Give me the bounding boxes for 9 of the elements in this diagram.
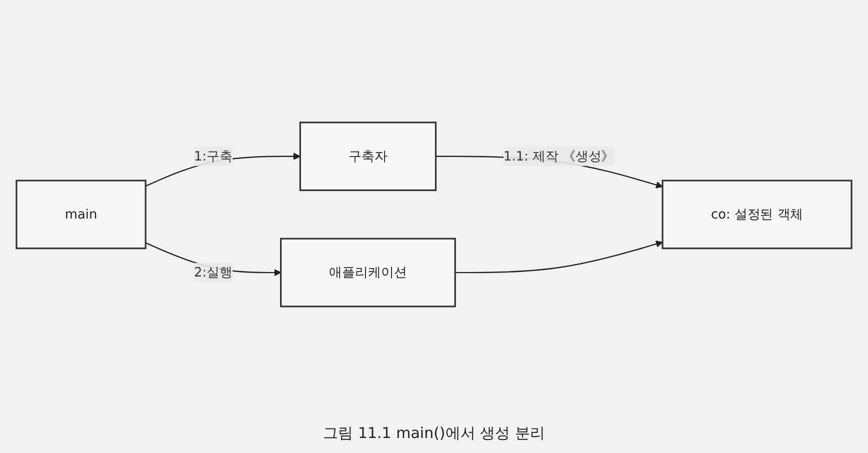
edge-label: 1.1: 제작 《생성》 xyxy=(504,148,614,164)
edge-label: 1:구축 xyxy=(194,148,232,164)
figure-caption: 그림 11.1 main()에서 생성 분리 xyxy=(323,424,545,443)
arrow xyxy=(455,240,663,273)
edge-label: 2:실행 xyxy=(194,264,232,280)
node-box: 구축자 xyxy=(299,121,437,191)
node-box: co: 설정된 객체 xyxy=(662,179,852,249)
node-box: main xyxy=(16,179,146,249)
node-box: 애플리케이션 xyxy=(280,237,456,307)
